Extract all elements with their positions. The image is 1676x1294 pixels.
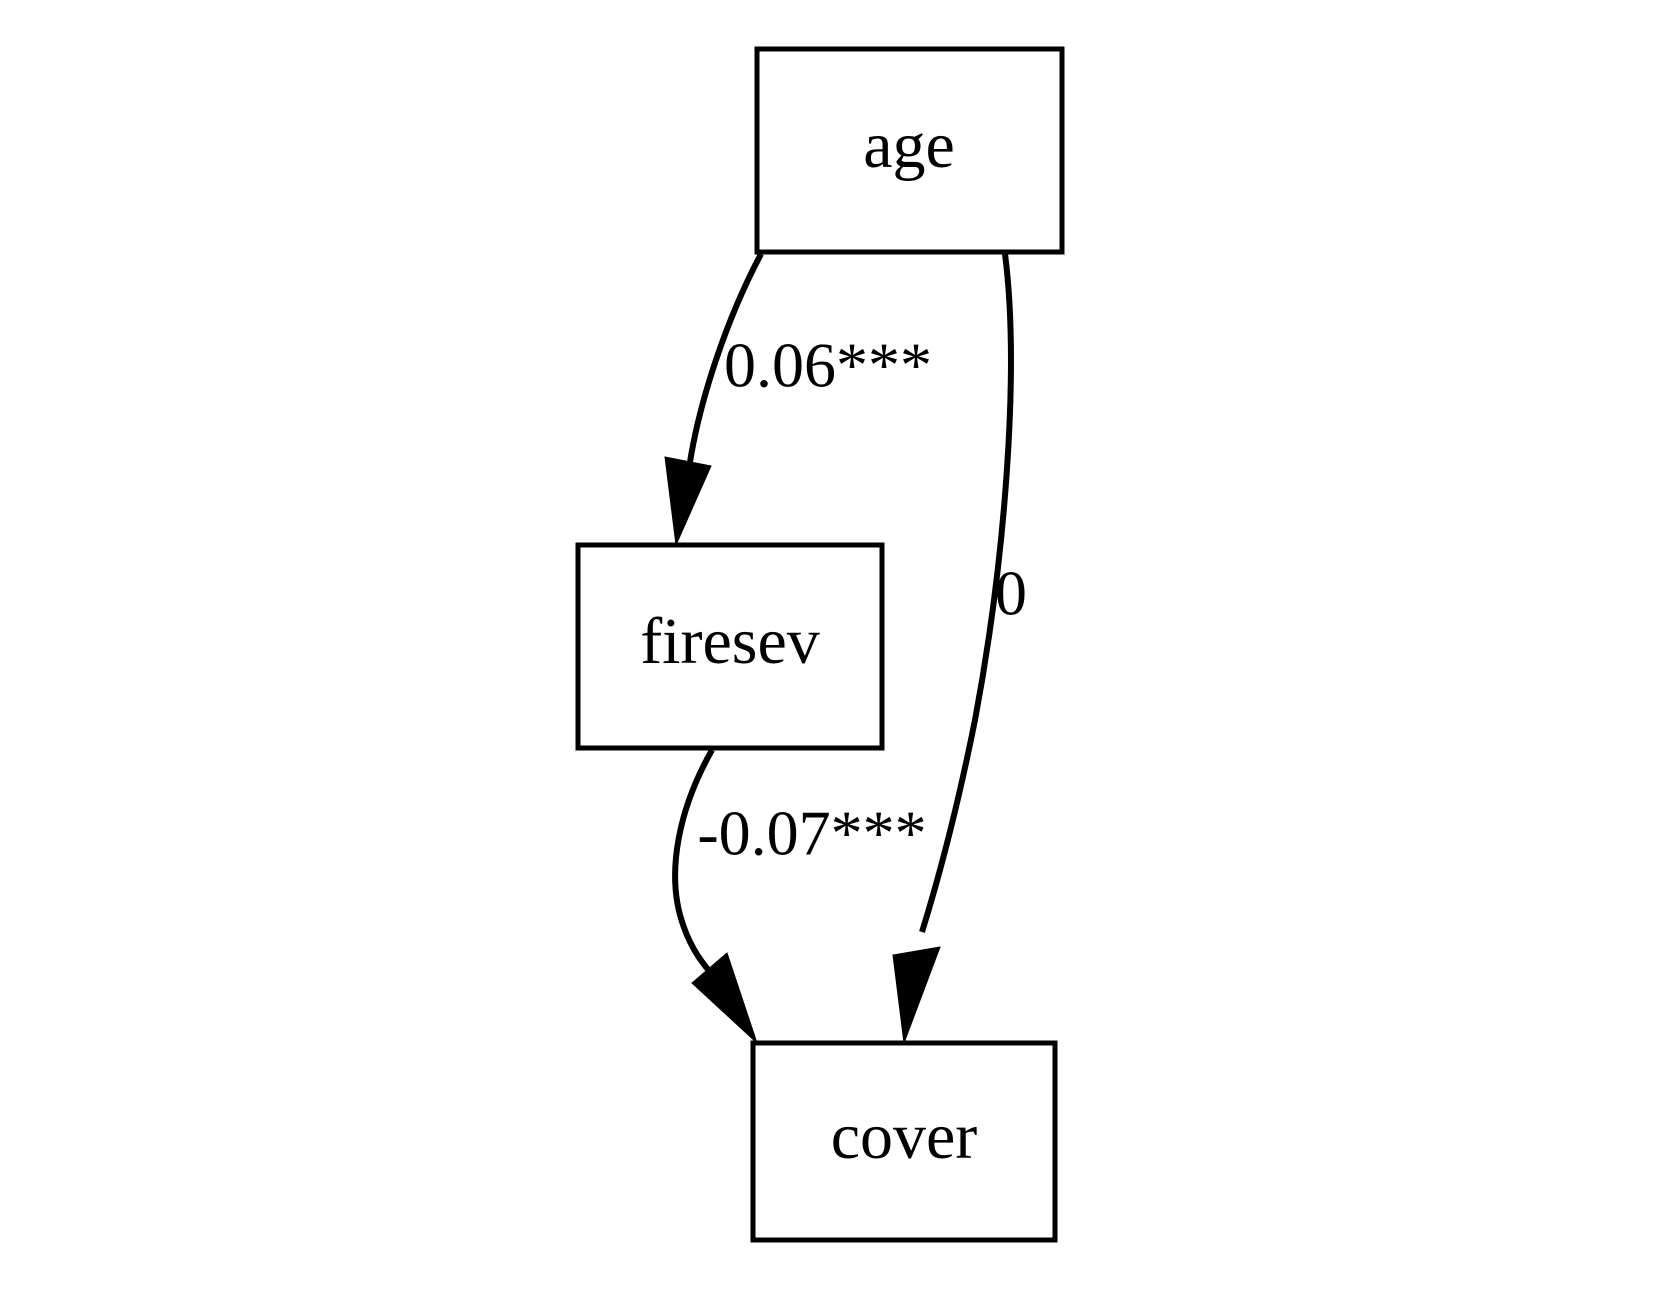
edge-firesev-cover-path: [672, 748, 715, 974]
node-firesev-label: firesev: [640, 605, 820, 678]
edge-age-cover-path: [919, 253, 1014, 933]
edge-firesev-cover[interactable]: [672, 748, 758, 1044]
node-age[interactable]: age: [754, 46, 1065, 255]
node-firesev[interactable]: firesev: [575, 542, 885, 751]
edge-label-age-cover: 0: [995, 558, 1027, 629]
edge-age-cover-arrowhead: [892, 946, 941, 1044]
node-cover-label: cover: [831, 1100, 978, 1173]
node-cover-box: [750, 1040, 1058, 1243]
node-age-label: age: [863, 109, 955, 182]
edge-firesev-cover-arrowhead: [691, 952, 758, 1044]
node-firesev-box: [575, 542, 885, 751]
node-cover[interactable]: cover: [750, 1040, 1058, 1243]
edge-age-firesev-arrowhead: [664, 456, 712, 547]
edge-label-firesev-cover: -0.07***: [697, 798, 926, 869]
edge-age-firesev[interactable]: [664, 252, 764, 547]
edge-age-cover[interactable]: [892, 253, 1014, 1044]
node-age-box: [754, 46, 1065, 255]
edge-label-age-firesev: 0.06***: [724, 330, 932, 401]
edge-age-firesev-path: [687, 252, 764, 463]
